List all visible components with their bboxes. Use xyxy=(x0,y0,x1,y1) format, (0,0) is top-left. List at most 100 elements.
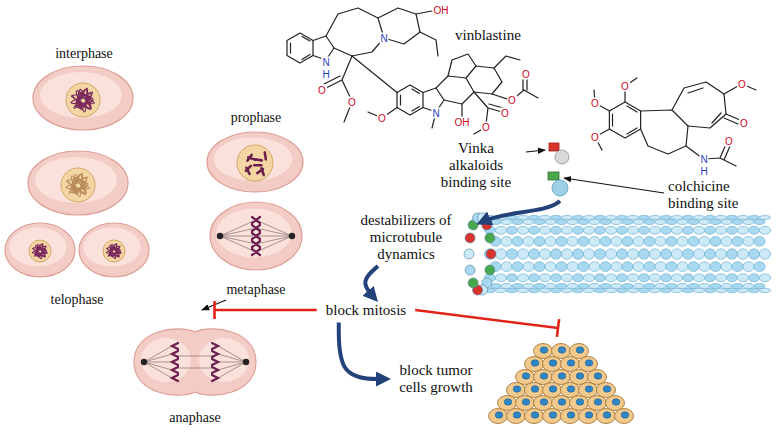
growth-shape xyxy=(525,357,544,372)
growth-shape xyxy=(552,344,571,359)
tube-polymer xyxy=(616,288,627,292)
tube-polymer xyxy=(567,262,578,272)
drug-structure-b xyxy=(641,110,688,154)
phase-shape xyxy=(218,354,246,362)
label-anchor: O xyxy=(507,95,517,106)
atom-symbol: OH xyxy=(454,117,471,128)
phase-shape xyxy=(256,228,292,236)
tube-polymer xyxy=(545,283,556,288)
division-figure xyxy=(28,151,128,215)
tube-polymer xyxy=(666,236,677,246)
tube-polymer xyxy=(627,288,638,292)
drug-structure-a xyxy=(326,8,384,56)
growth-shape xyxy=(567,412,575,418)
pointer-arrow xyxy=(564,178,664,193)
tube-polymer xyxy=(512,283,523,288)
phase-shape xyxy=(71,88,94,111)
tube-polymer xyxy=(715,215,726,219)
tube-polymer xyxy=(594,288,605,292)
label-anchor: O xyxy=(377,113,387,124)
tube-polymer xyxy=(506,226,517,234)
atom-symbol: N xyxy=(699,154,708,165)
tube-polymer xyxy=(501,236,512,246)
transition-arrow xyxy=(202,300,226,310)
growth-shape xyxy=(525,383,544,398)
tube-polymer xyxy=(732,262,743,272)
tube-polymer xyxy=(633,262,644,272)
phase-shape xyxy=(40,72,122,118)
statement-node: block mitosis xyxy=(323,301,409,320)
growth-shape xyxy=(534,344,553,359)
growth-shape xyxy=(588,396,607,411)
tube-polymer xyxy=(534,283,545,288)
growth-shape xyxy=(549,360,557,366)
phase-shape xyxy=(252,249,260,255)
tube-polymer xyxy=(715,249,726,259)
division-figure xyxy=(61,168,95,202)
growth-shape xyxy=(579,409,598,424)
tube-polymer xyxy=(495,249,506,259)
phase-shape xyxy=(243,359,249,365)
drug-structure-b xyxy=(686,144,736,166)
tube-polymer xyxy=(594,274,605,282)
tube-polymer xyxy=(605,249,616,259)
atom-symbol: O xyxy=(590,98,600,109)
phase-shape xyxy=(218,346,246,362)
tube-polymer xyxy=(754,236,765,246)
growth-shape xyxy=(531,412,539,418)
tube-polymer xyxy=(534,236,545,246)
atom-symbol: O xyxy=(317,85,327,96)
tube-polymer xyxy=(611,283,622,288)
tube-polymer xyxy=(666,262,677,272)
tube-polymer xyxy=(550,226,561,234)
drug-structure-b xyxy=(672,82,726,128)
phase-shape xyxy=(216,209,291,258)
growth-shape xyxy=(567,360,575,366)
tube-polymer xyxy=(539,274,550,282)
tube-polymer xyxy=(534,219,545,224)
phase-shape xyxy=(172,359,178,365)
growth-shape xyxy=(495,412,503,418)
division-figure xyxy=(35,157,117,203)
growth-shape xyxy=(543,409,562,424)
drug-structure-a xyxy=(416,11,432,14)
tube-polymer xyxy=(677,283,688,288)
tube-polymer xyxy=(517,274,528,282)
tube-polymer xyxy=(754,262,765,272)
label-anchor: colchicine binding site xyxy=(668,178,772,212)
atom-symbol: N xyxy=(379,33,388,44)
tube-polymer xyxy=(583,215,594,219)
atom-symbol: O xyxy=(507,95,517,106)
tube-polymer xyxy=(704,215,715,219)
phase-shape xyxy=(218,362,246,363)
phase-label: telophase xyxy=(51,292,104,308)
growth-shape xyxy=(612,399,620,405)
growth-shape xyxy=(540,373,548,379)
drug-structure-a xyxy=(291,37,311,60)
growth-shape xyxy=(525,409,544,424)
phase-shape xyxy=(252,217,260,223)
phase-shape xyxy=(218,362,246,378)
phase-label: interphase xyxy=(55,46,113,62)
tube-polymer xyxy=(704,226,715,234)
growth-shape xyxy=(558,373,566,379)
tube-polymer xyxy=(748,288,759,292)
growth-shape xyxy=(570,396,589,411)
phase-shape xyxy=(172,343,178,349)
tubulin-dimer xyxy=(549,143,559,151)
tube-polymer xyxy=(605,226,616,234)
phase-shape xyxy=(144,346,172,362)
tube-polymer xyxy=(737,226,748,234)
tube-polymer xyxy=(682,226,693,234)
tube-polymer xyxy=(572,249,583,259)
tube-polymer xyxy=(726,249,737,259)
tube-polymer xyxy=(528,226,539,234)
growth-shape xyxy=(558,347,566,353)
tube-polymer xyxy=(748,274,759,282)
tube-polymer xyxy=(556,262,567,272)
tube-polymer xyxy=(704,249,715,259)
tube-polymer xyxy=(666,283,677,288)
tube-polymer xyxy=(539,226,550,234)
drug-structure-a xyxy=(401,89,420,111)
label-anchor: H xyxy=(699,166,708,177)
